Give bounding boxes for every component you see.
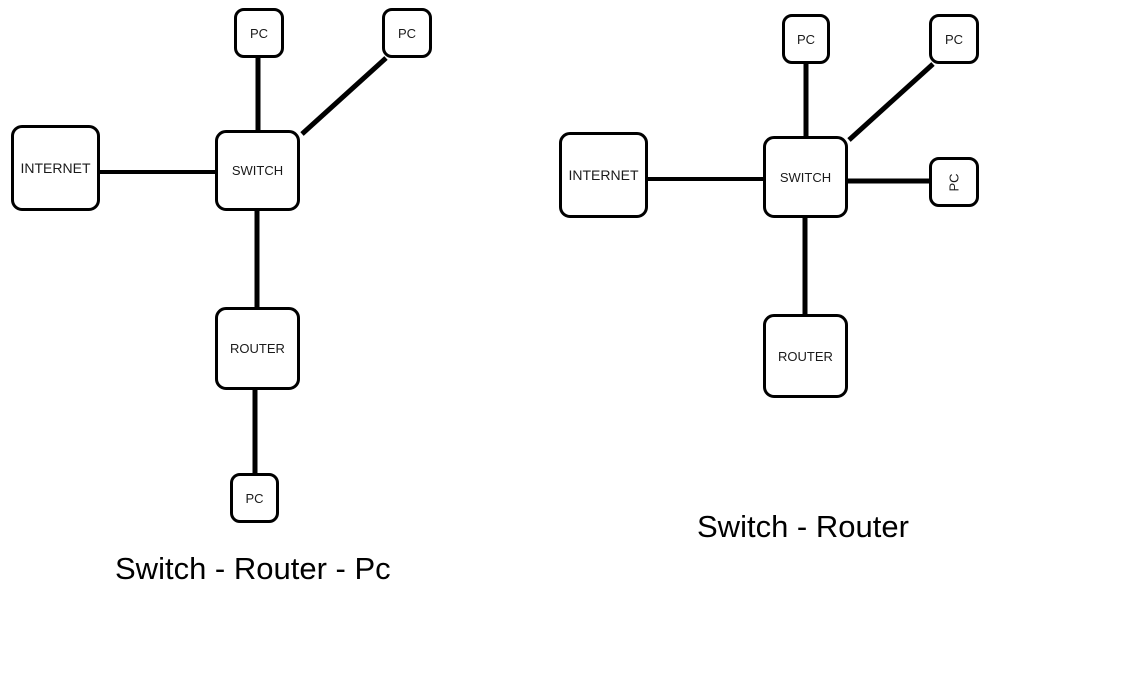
node-pc-bottom-label: PC <box>245 490 264 506</box>
node-pc-upper-right-2-label: PC <box>944 31 964 47</box>
node-switch-2-label: SWITCH <box>779 169 832 185</box>
node-router-2-label: ROUTER <box>778 348 833 364</box>
node-router-label: ROUTER <box>230 341 285 356</box>
node-pc-top-2[interactable]: PC <box>782 14 830 64</box>
node-router[interactable]: ROUTER <box>215 307 300 390</box>
node-pc-upper-right-label: PC <box>397 25 417 41</box>
node-internet-2[interactable]: INTERNET <box>559 132 648 218</box>
caption-switch-router-pc: Switch - Router - Pc <box>115 551 391 586</box>
node-switch-2[interactable]: SWITCH <box>763 136 848 218</box>
node-internet-2-label: INTERNET <box>568 167 639 183</box>
edge-switch2-pc-upper-right2 <box>847 62 935 142</box>
node-pc-upper-right[interactable]: PC <box>382 8 432 58</box>
node-router-2[interactable]: ROUTER <box>763 314 848 398</box>
caption-switch-router: Switch - Router <box>697 509 909 544</box>
node-pc-bottom[interactable]: PC <box>230 473 279 523</box>
node-switch[interactable]: SWITCH <box>215 130 300 211</box>
node-pc-right-2-label: PC <box>946 172 962 192</box>
node-pc-right-2[interactable]: PC <box>929 157 979 207</box>
node-pc-top[interactable]: PC <box>234 8 284 58</box>
node-pc-upper-right-2[interactable]: PC <box>929 14 979 64</box>
node-switch-label: SWITCH <box>231 163 284 178</box>
node-internet[interactable]: INTERNET <box>11 125 100 211</box>
node-pc-top-2-label: PC <box>796 31 816 47</box>
node-pc-top-label: PC <box>249 25 269 41</box>
node-internet-label: INTERNET <box>20 160 91 176</box>
